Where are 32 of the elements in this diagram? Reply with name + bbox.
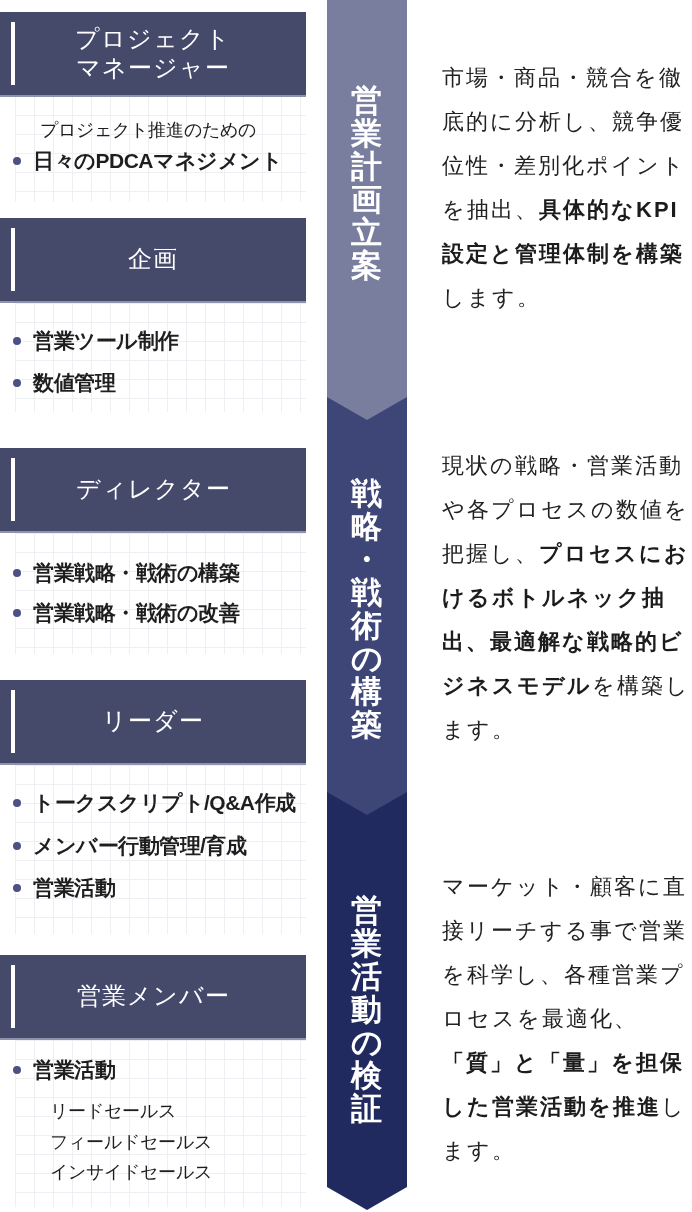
description-text: マーケット・顧客に直接リーチする事で営業を科学し、各種営業プロセスを最適化、「質」と「量」を担保した営業活動を推進します。 bbox=[442, 873, 688, 1165]
band-title: 営業計画立案 bbox=[350, 84, 384, 282]
list-item: プロジェクト推進のための bbox=[40, 119, 256, 141]
band-title: 戦略・戦術の構築 bbox=[350, 477, 384, 741]
list-item: 営業ツール制作 bbox=[33, 328, 179, 354]
role-header bbox=[0, 680, 306, 765]
sub-item: フィールドセールス bbox=[50, 1131, 212, 1153]
list-item: トークスクリプト/Q&A作成 bbox=[33, 790, 296, 816]
header-title: 企画 bbox=[128, 245, 178, 274]
role-header bbox=[0, 12, 306, 97]
header-title: ディレクター bbox=[75, 475, 231, 504]
role-header bbox=[0, 955, 306, 1040]
chevron-band bbox=[327, 397, 407, 815]
role-header bbox=[0, 218, 306, 303]
header-title: リーダー bbox=[102, 707, 204, 736]
list-item: 営業活動 bbox=[33, 875, 115, 901]
band-title: 営業活動の検証 bbox=[350, 894, 384, 1125]
list-item: 日々のPDCAマネジメント bbox=[33, 148, 282, 174]
chevron-band bbox=[327, 792, 407, 1210]
header-title: プロジェクトマネージャー bbox=[74, 24, 232, 83]
role-header bbox=[0, 448, 306, 533]
list-item: 数値管理 bbox=[33, 370, 115, 396]
description-text: 市場・商品・競合を徹底的に分析し、競争優位性・差別化ポイントを抽出、具体的なKPI設定と管理体制を構築します。 bbox=[442, 64, 687, 312]
list-item: 営業戦略・戦術の構築 bbox=[33, 560, 239, 586]
list-item: 営業活動 bbox=[33, 1057, 115, 1083]
list-item: 営業戦略・戦術の改善 bbox=[33, 600, 239, 626]
list-item: メンバー行動管理/育成 bbox=[33, 833, 247, 859]
header-title: 営業メンバー bbox=[76, 982, 230, 1011]
description-text: 現状の戦略・営業活動や各プロセスの数値を把握し、プロセスにおけるボトルネック抽出、最適解な戦略的ビジネスモデルを構築します。 bbox=[442, 452, 691, 744]
chevron-band bbox=[327, 0, 407, 420]
sub-item: リードセールス bbox=[50, 1100, 176, 1122]
sub-item: インサイドセールス bbox=[50, 1161, 212, 1183]
